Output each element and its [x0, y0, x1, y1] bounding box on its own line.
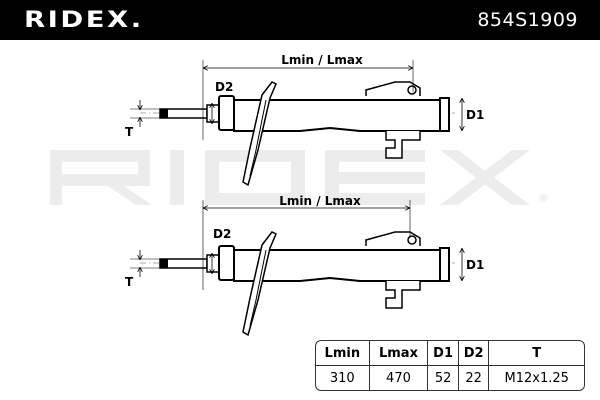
header-d1: D1	[428, 341, 459, 366]
d2-label: D2	[213, 227, 231, 241]
table-row: 310 470 52 22 M12x1.25	[316, 366, 584, 390]
t-label: T	[125, 125, 134, 139]
header-lmax: Lmax	[369, 341, 429, 366]
d1-label: D1	[466, 108, 484, 122]
t-label: T	[125, 275, 134, 289]
strut-rear-view: Lmin / Lmax D2 D1 T	[125, 194, 484, 335]
strut-front-view: Lmin / Lmax D2 D1 T	[125, 53, 484, 185]
header-t: T	[489, 341, 584, 366]
length-label: Lmin / Lmax	[279, 194, 361, 208]
header-bar: RIDEX. 854S1909	[0, 0, 600, 40]
specification-table: Lmin Lmax D1 D2 T 310 470 52 22 M12x1.25	[315, 340, 585, 391]
watermark-registered-mark: ®	[538, 192, 549, 205]
part-number: 854S1909	[477, 9, 578, 31]
value-d1: 52	[428, 366, 459, 390]
brand-logo: RIDEX.	[24, 8, 144, 33]
header-lmin: Lmin	[316, 341, 370, 366]
value-lmax: 470	[370, 366, 429, 390]
value-lmin: 310	[316, 366, 370, 390]
d1-label: D1	[466, 258, 484, 272]
value-t: M12x1.25	[504, 370, 569, 386]
header-d2: D2	[458, 341, 490, 366]
length-label: Lmin / Lmax	[281, 53, 363, 67]
table-header-row: Lmin Lmax D1 D2 T	[316, 341, 584, 366]
d2-label: D2	[215, 80, 233, 94]
value-d2: 22	[459, 366, 490, 390]
